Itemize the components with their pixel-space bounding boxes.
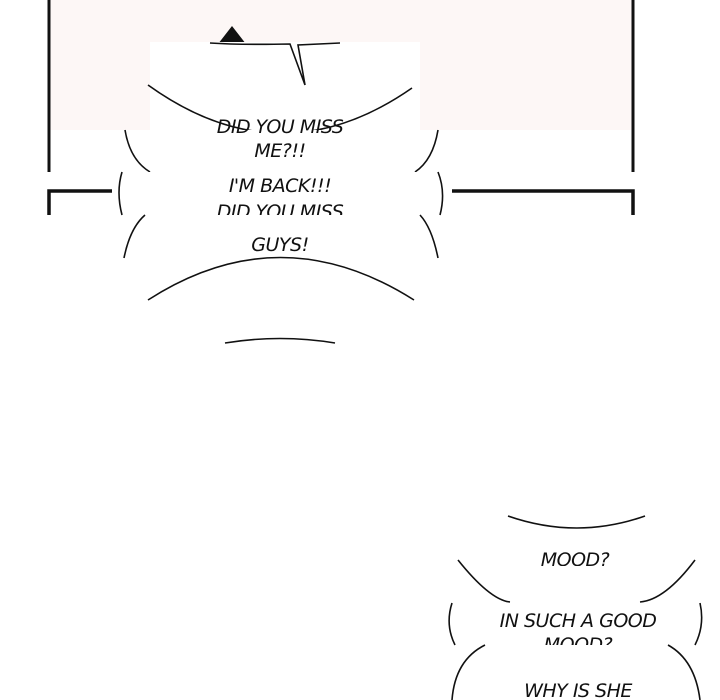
bubble-arc [448, 602, 703, 646]
bubble-text-line: MOOD? [541, 549, 610, 571]
bubble-text-line: IN SUCH A GOOD [500, 610, 657, 632]
bubble-arc [147, 256, 415, 301]
bubble-arc [457, 559, 696, 603]
bubble-text-line: DID YOU MISS [217, 201, 344, 223]
bubble-text-line: MOOD? [544, 634, 613, 656]
bubble-arc [224, 337, 336, 344]
bubble-text-line: ME?!! [254, 140, 305, 162]
bubble-text-line: DID YOU MISS [217, 116, 344, 138]
bubble-arc [507, 515, 646, 529]
bubble-text-line: GUYS! [251, 234, 308, 256]
panel-second-border [47, 189, 635, 215]
bubble-arc [118, 171, 444, 216]
bubble-text-line: I'M BACK!!! [229, 175, 331, 197]
character-hair-fragment [218, 26, 246, 44]
bubble-arc [124, 129, 439, 173]
bubble-arc [451, 644, 701, 700]
bubble-arc [123, 214, 439, 259]
speech-bubble-tail [209, 42, 341, 86]
bubble-text-line: WHY IS SHE [524, 680, 632, 700]
